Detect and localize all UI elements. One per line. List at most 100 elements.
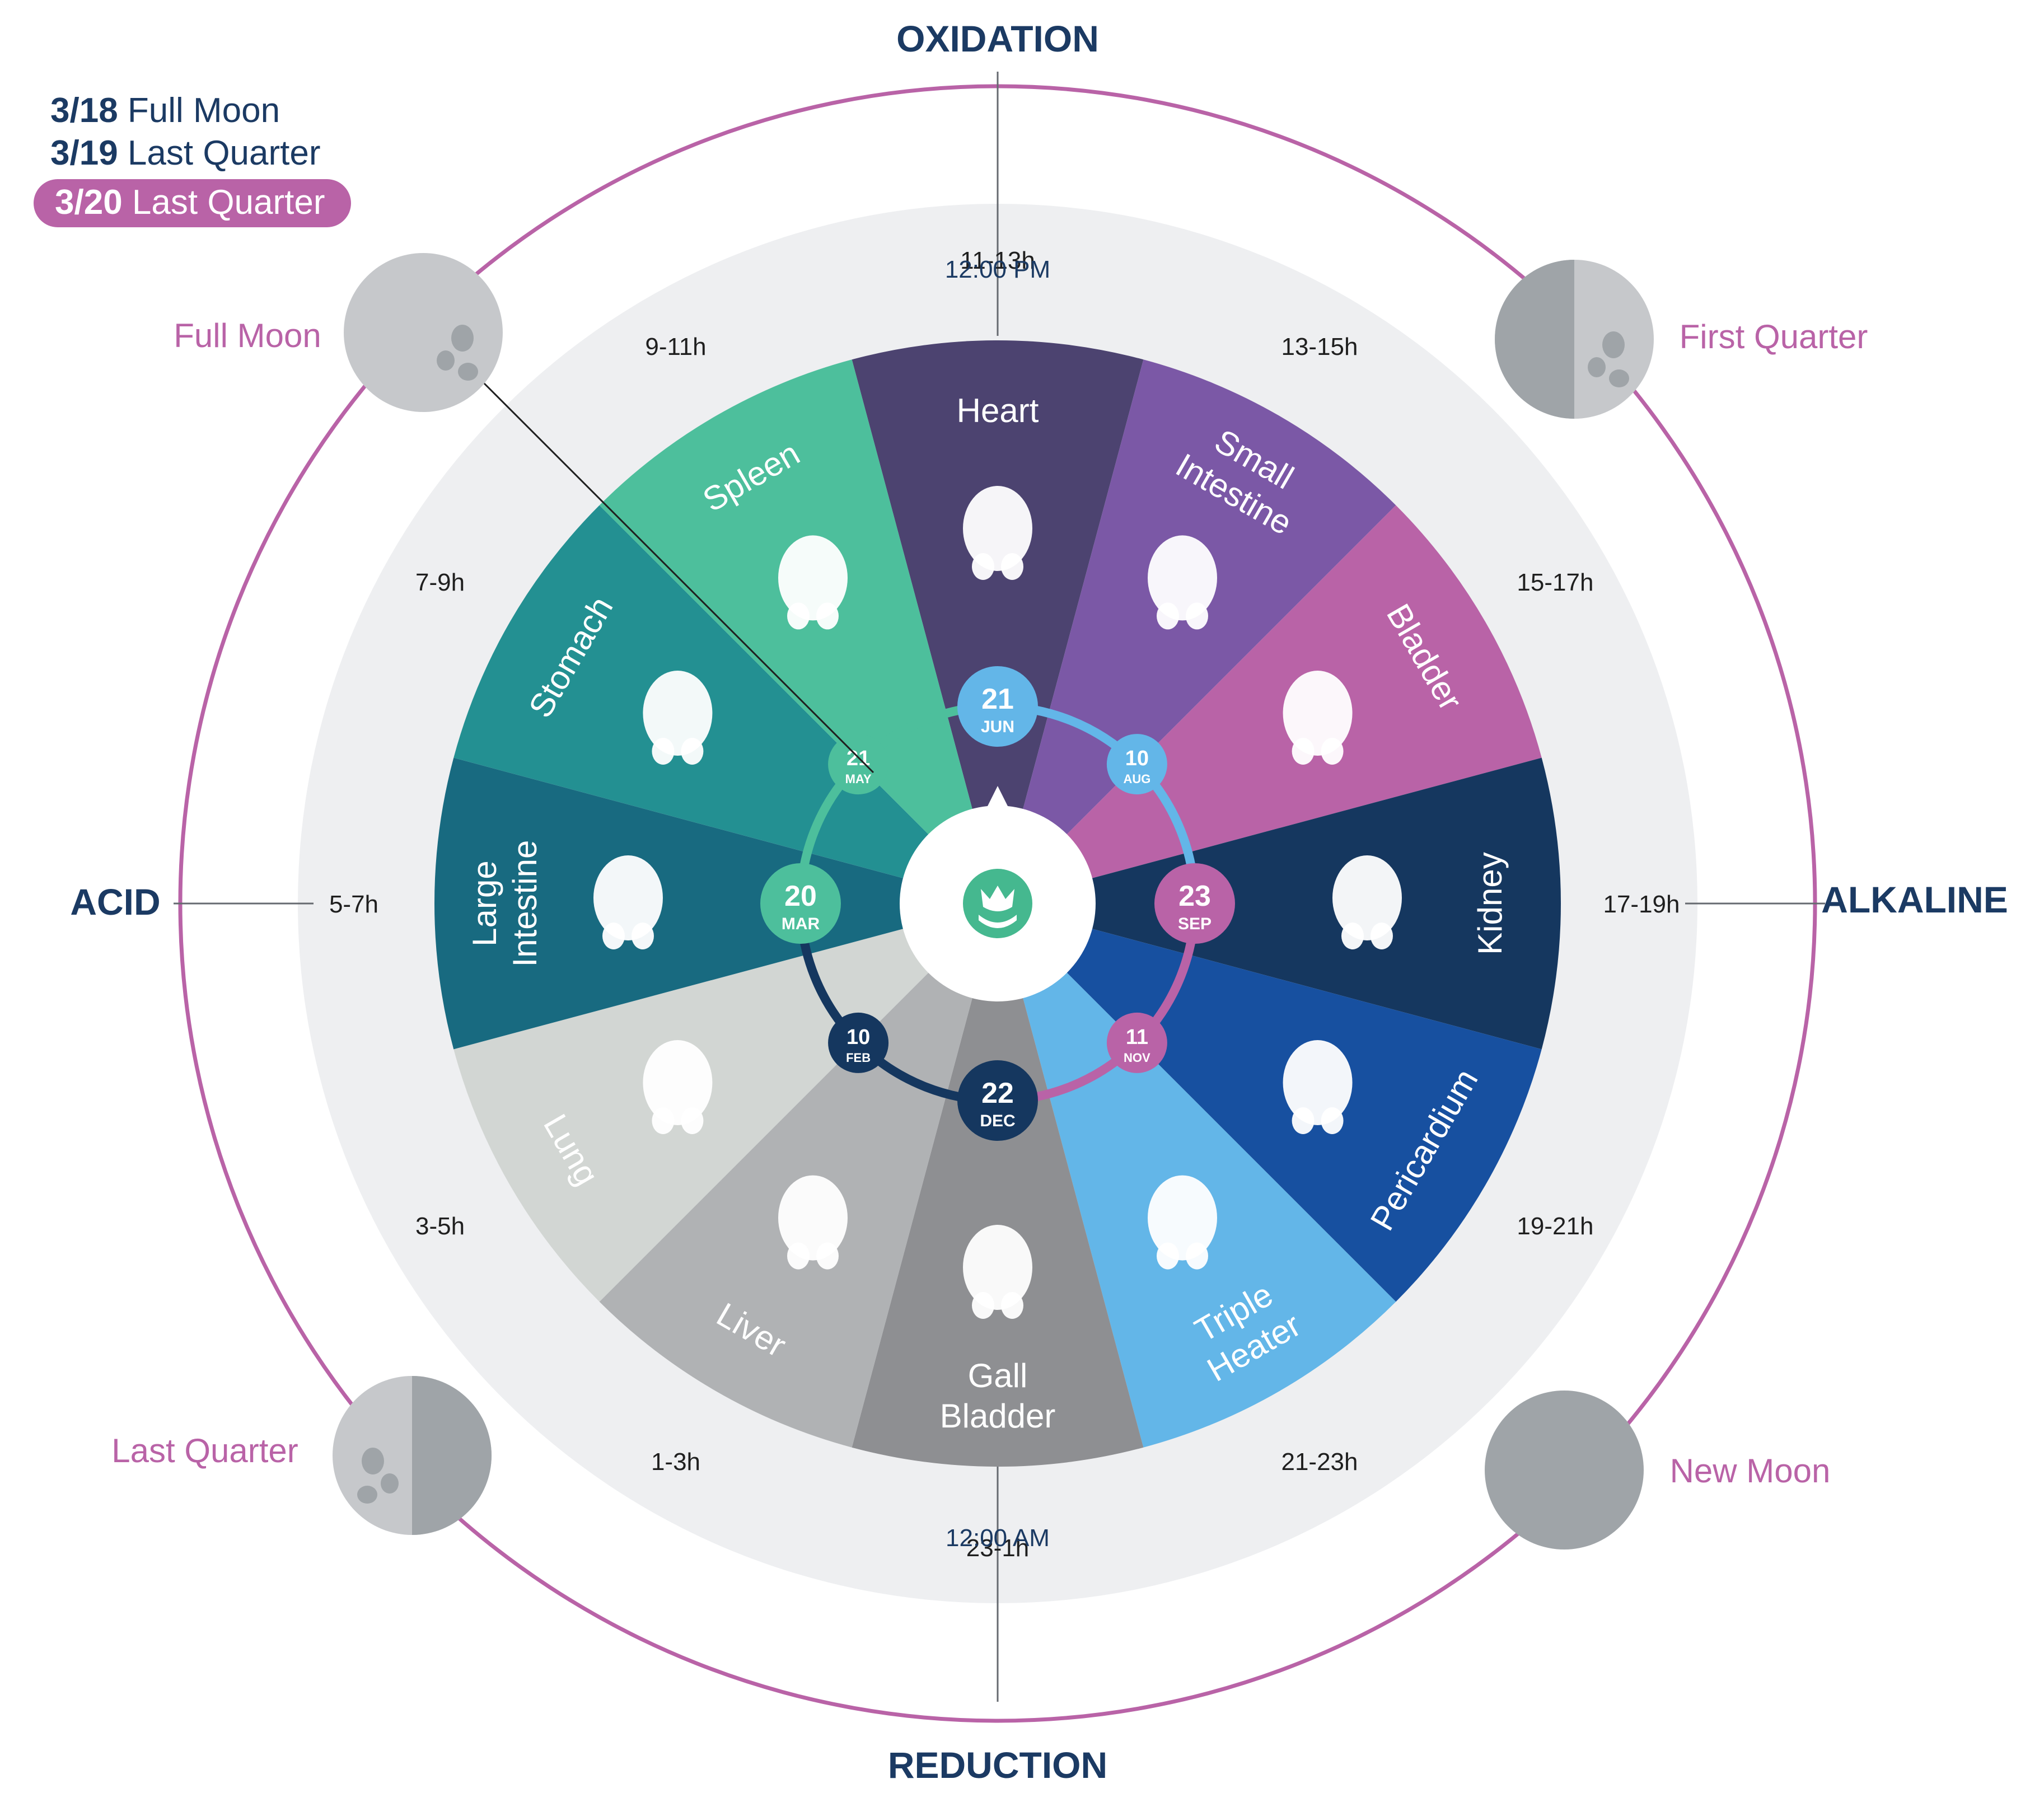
moon-full-icon[interactable] xyxy=(344,253,503,412)
season-month: JUN xyxy=(981,718,1014,736)
sector-gall-bladder[interactable] xyxy=(852,904,1144,1467)
sector-lung[interactable] xyxy=(453,904,998,1302)
human-torso-front-icon xyxy=(1283,1040,1353,1134)
legend-date: 3/20 xyxy=(55,183,123,222)
legend-label: Last Quarter xyxy=(127,134,321,172)
bladder-icon xyxy=(1283,671,1353,765)
hour-label: 3-5h xyxy=(415,1213,465,1240)
season-marker-dot xyxy=(957,666,1038,747)
hour-label: 13-15h xyxy=(1281,333,1358,361)
season-month: SEP xyxy=(1178,915,1212,933)
season-marker-may[interactable]: 21MAY xyxy=(828,734,889,795)
moon-first-quarter-icon[interactable] xyxy=(1495,260,1654,419)
moon-new-icon[interactable] xyxy=(1485,1391,1644,1549)
organ-sectors xyxy=(434,340,1561,1467)
sector-pericardium[interactable] xyxy=(998,904,1542,1302)
hour-label: 1-3h xyxy=(651,1448,700,1476)
season-day: 11 xyxy=(1126,1026,1148,1049)
season-month: FEB xyxy=(846,1051,871,1065)
season-marker-dot xyxy=(1106,734,1167,795)
hour-label: 9-11h xyxy=(645,333,706,361)
sector-large-intestine[interactable] xyxy=(434,757,998,1050)
organ-icons xyxy=(593,486,1402,1319)
hour-label: 11-13h xyxy=(960,247,1035,274)
legend-entry[interactable]: 3/19 Last Quarter xyxy=(50,132,351,175)
season-day: 10 xyxy=(846,1026,870,1049)
sector-small-intestine[interactable] xyxy=(998,359,1396,904)
hour-label: 21-23h xyxy=(1281,1448,1358,1476)
organ-label: Heart xyxy=(957,392,1039,429)
center-hub xyxy=(900,786,1096,1001)
organ-label: LargeIntestine xyxy=(466,840,544,967)
tulip-logo-icon xyxy=(963,869,1032,938)
season-day: 20 xyxy=(784,880,817,912)
sector-kidney[interactable] xyxy=(998,757,1561,1050)
hour-label: 15-17h xyxy=(1517,569,1593,596)
sector-stomach[interactable] xyxy=(453,505,998,904)
organ-label: Kidney xyxy=(1471,852,1509,954)
moon-last-quarter-icon[interactable] xyxy=(333,1376,492,1535)
season-day: 23 xyxy=(1178,880,1211,912)
season-marker-dot xyxy=(1106,1012,1167,1073)
stomach-icon xyxy=(643,671,713,765)
season-month: AUG xyxy=(1123,772,1150,786)
sector-heart[interactable] xyxy=(852,340,1144,904)
human-torso-back-icon xyxy=(1148,1175,1217,1270)
legend-label: Last Quarter xyxy=(132,183,325,222)
hour-label: 19-21h xyxy=(1517,1213,1593,1240)
season-day: 22 xyxy=(981,1077,1014,1110)
spleen-icon xyxy=(778,535,848,630)
hour-label: 17-19h xyxy=(1603,891,1680,918)
axis-lines xyxy=(174,72,1825,1702)
axis-label-left: ACID xyxy=(70,881,160,923)
legend-date: 3/19 xyxy=(50,134,118,172)
legend-label: Full Moon xyxy=(127,91,280,130)
axis-label-right: ALKALINE xyxy=(1821,879,2008,920)
axis-labels: OXIDATION REDUCTION ACID ALKALINE 12:00 … xyxy=(70,18,2008,1786)
hub-pointer xyxy=(985,786,1010,811)
sector-triple-heater[interactable] xyxy=(998,904,1396,1448)
season-marker-dot xyxy=(957,1060,1038,1141)
heart-icon xyxy=(963,486,1032,580)
sector-bladder[interactable] xyxy=(998,505,1542,904)
season-marker-dot xyxy=(828,734,889,795)
small-intestine-icon xyxy=(1148,535,1217,630)
legend-entry-active[interactable]: 3/20 Last Quarter xyxy=(34,179,351,227)
axis-label-bottom: REDUCTION xyxy=(888,1744,1107,1786)
moon-phase-legend: 3/18 Full Moon 3/19 Last Quarter 3/20 La… xyxy=(34,90,351,227)
sector-liver[interactable] xyxy=(599,904,998,1448)
kidney-icon xyxy=(1332,855,1402,949)
season-month: MAR xyxy=(782,915,820,933)
liver-icon xyxy=(778,1175,848,1270)
hour-label: 5-7h xyxy=(329,891,378,918)
legend-date: 3/18 xyxy=(50,91,118,130)
season-day: 10 xyxy=(1125,747,1149,770)
season-day: 21 xyxy=(981,683,1014,715)
lungs-icon xyxy=(643,1040,713,1134)
legend-entry[interactable]: 3/18 Full Moon xyxy=(50,90,351,132)
large-intestine-icon xyxy=(593,855,663,949)
moon-label: Last Quarter xyxy=(111,1432,298,1469)
season-marker-dot xyxy=(1154,863,1235,944)
axis-label-top: OXIDATION xyxy=(896,18,1099,59)
season-marker-dot xyxy=(828,1012,889,1073)
moon-label: Full Moon xyxy=(174,317,321,354)
season-ring: 21JUN10AUG23SEP11NOV22DEC10FEB20MAR21MAY xyxy=(760,666,1235,1141)
moon-label: New Moon xyxy=(1670,1452,1831,1490)
season-marker-dot xyxy=(760,863,841,944)
full-moon-pointer-line xyxy=(480,380,874,774)
midnight-label: 12:00 AM xyxy=(946,1524,1050,1552)
moon-label: First Quarter xyxy=(1680,318,1868,355)
noon-label: 12:00 PM xyxy=(945,256,1050,283)
sector-spleen[interactable] xyxy=(599,359,998,904)
